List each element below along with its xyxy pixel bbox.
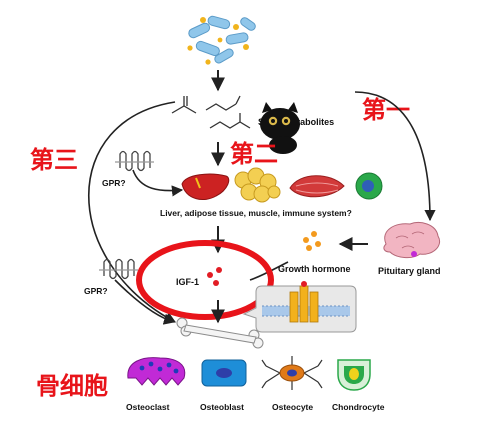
- cell-label-osteoclast: Osteoclast: [126, 402, 170, 412]
- osteoblast-icon: [201, 359, 247, 387]
- igf-highlight-ring: [136, 240, 274, 320]
- osteoclast-icon: [127, 357, 186, 386]
- gpr-receptor-icon: [99, 258, 138, 280]
- immune-cell-icon: [355, 172, 383, 200]
- igf-label: IGF-1: [176, 277, 199, 287]
- arrow-scfa-to-pituitary: [354, 91, 436, 222]
- arrow-gpr-to-liver: [132, 169, 184, 197]
- bacteria-cluster-icon: [187, 15, 256, 65]
- brain-icon: [383, 222, 440, 259]
- osteocyte-icon: [261, 356, 323, 390]
- gh-label: Growth hormone: [278, 264, 351, 274]
- cell-label-chondrocyte: Chondrocyte: [332, 402, 385, 412]
- muscle-icon: [289, 175, 345, 198]
- arrow-scfa-to-bone-left: [87, 101, 176, 323]
- annotation-first: 第一: [362, 96, 410, 124]
- cell-label-osteoblast: Osteoblast: [200, 402, 244, 412]
- tissues-label: Liver, adipose tissue, muscle, immune sy…: [160, 208, 352, 218]
- bone-icon: [176, 317, 264, 349]
- gpr-label-upper: GPR?: [102, 178, 126, 188]
- annotation-second: 第二: [230, 140, 278, 168]
- gpr-label-lower: GPR?: [84, 286, 108, 296]
- igf-dots: [207, 267, 222, 286]
- chondrocyte-icon: [337, 359, 371, 391]
- black-cat-icon: [260, 102, 300, 154]
- liver-icon: [181, 173, 230, 200]
- adipose-icon: [234, 167, 281, 203]
- cell-label-osteocyte: Osteocyte: [272, 402, 313, 412]
- annotation-third: 第三: [30, 146, 78, 174]
- gh-dots: [303, 231, 321, 251]
- receptor-membrane-icon: [242, 281, 357, 333]
- pituitary-label: Pituitary gland: [378, 266, 441, 276]
- scfa-structure-icon: [171, 95, 251, 129]
- annotation-bone-cells: 骨细胞: [36, 372, 108, 400]
- gpr-receptor-icon: [115, 150, 154, 172]
- arrow-gpr-to-bone: [114, 279, 176, 325]
